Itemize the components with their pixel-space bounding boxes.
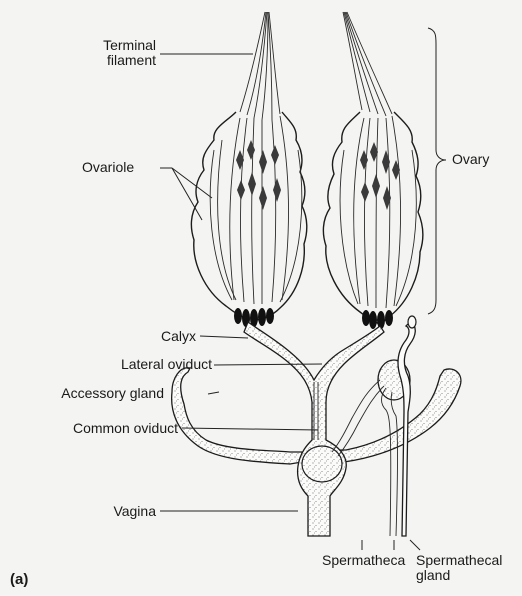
leader-lines <box>160 54 420 550</box>
left-accessory-gland <box>172 368 302 464</box>
label-terminal-filament-line1: Terminal <box>60 38 156 53</box>
right-ovary <box>323 12 422 329</box>
label-spermathecal-gland-line1: Spermathecal <box>416 553 502 568</box>
ovary-bracket <box>428 28 446 314</box>
label-lateral-oviduct: Lateral oviduct <box>0 357 212 372</box>
label-spermathecal-gland-line2: gland <box>416 568 502 583</box>
label-accessory-gland: Accessory gland <box>0 386 164 401</box>
genital-chamber <box>302 446 342 482</box>
label-spermathecal-gland: Spermathecal gland <box>416 553 502 583</box>
left-terminal-filaments <box>240 12 280 120</box>
label-ovariole: Ovariole <box>82 160 134 175</box>
label-ovary: Ovary <box>452 152 489 167</box>
label-terminal-filament: Terminal filament <box>60 38 156 68</box>
label-terminal-filament-line2: filament <box>60 53 156 68</box>
label-calyx: Calyx <box>100 329 196 344</box>
label-common-oviduct: Common oviduct <box>0 421 178 436</box>
panel-label: (a) <box>10 572 28 587</box>
label-vagina: Vagina <box>40 504 156 519</box>
label-spermatheca: Spermatheca <box>322 553 405 568</box>
right-terminal-filaments <box>343 12 392 116</box>
left-ovary <box>191 12 306 327</box>
